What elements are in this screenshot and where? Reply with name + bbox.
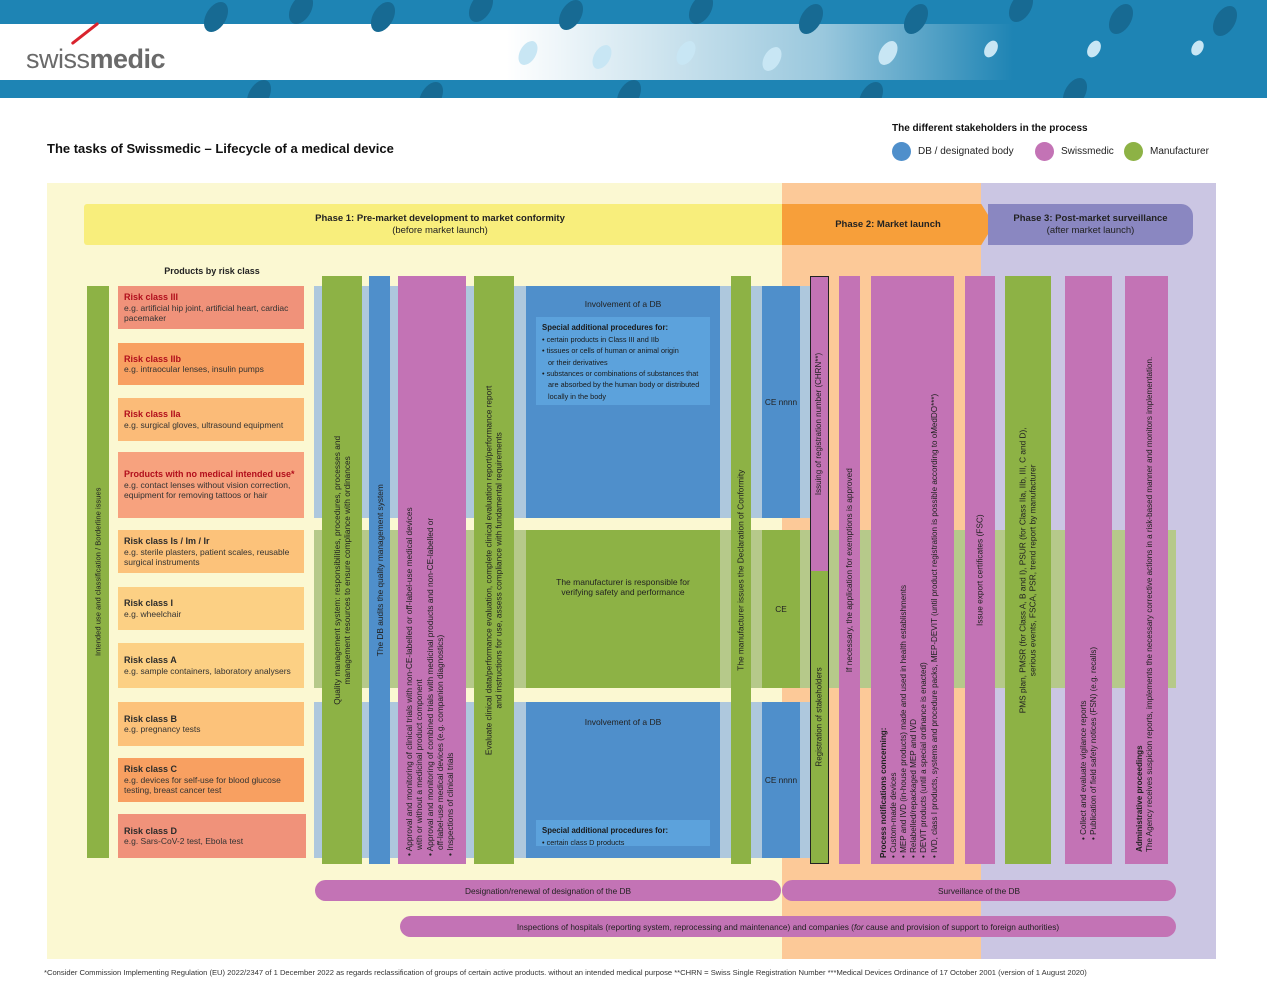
special-procedures-top: Special additional procedures for: • cer… [536,317,710,405]
legend-item-manufacturer: Manufacturer [1124,142,1209,161]
legend-swissmedic-swatch-icon [1035,142,1054,161]
legend-title: The different stakeholders in the proces… [892,123,1088,134]
surveillance-bar: Surveillance of the DB [782,880,1176,901]
risk-class-iib: Risk class IIb e.g. intraocular lenses, … [118,343,304,385]
risk-class-b: Risk class B e.g. pregnancy tests [118,702,304,746]
registration-bar: Issuing of registration number (CHRN**) … [810,276,829,864]
risk-class-no-medical-use: Products with no medical intended use* e… [118,452,304,518]
legend-manufacturer-swatch-icon [1124,142,1143,161]
risk-class-is-im-ir: Risk class Is / Im / Ir e.g. sterile pla… [118,530,304,573]
phase1-header: Phase 1: Pre-market development to marke… [84,204,796,245]
exemptions-bar: If necessary, the application for exempt… [839,276,860,864]
declaration-bar: The manufacturer issues the Declaration … [731,276,751,864]
ce-nnnn-top: CE nnnn [762,286,800,518]
inspections-bar: Inspections of hospitals (reporting syst… [400,916,1176,937]
vigilance-bar: • Collect and evaluate vigilance reports… [1065,276,1112,864]
db-involvement-top: Involvement of a DB Special additional p… [526,286,720,518]
clinical-evaluation-bar: Evaluate clinical data/performance evalu… [474,276,514,864]
intended-use-bar: Intended use and classification / Border… [87,286,109,858]
clinical-trials-bar: • Approval and monitoring of clinical tr… [398,276,466,864]
designation-bar: Designation/renewal of designation of th… [315,880,781,901]
page-title: The tasks of Swissmedic – Lifecycle of a… [47,141,394,156]
swissmedic-logo[interactable]: swissmedic [26,21,166,75]
risk-class-c: Risk class C e.g. devices for self-use f… [118,758,304,802]
ce-nnnn-bottom: CE nnnn [762,702,800,858]
stakeholders-bar: Registration of stakeholders [811,571,828,863]
legend-item-swissmedic: Swissmedic [1035,142,1114,161]
ce-middle: CE [762,530,800,688]
risk-class-iia: Risk class IIa e.g. surgical gloves, ult… [118,398,304,441]
chrn-bar: Issuing of registration number (CHRN**) [811,277,828,571]
risk-heading: Products by risk class [164,266,260,276]
header-banner [0,0,1267,98]
legend-item-db: DB / designated body [892,142,1014,161]
pms-bar: PMS plan, PMSR (for Class A, B and I), P… [1005,276,1051,864]
risk-class-a: Risk class A e.g. sample containers, lab… [118,643,304,688]
phase2-header: Phase 2: Market launch [782,204,994,245]
special-procedures-bottom: Special additional procedures for: • cer… [536,820,710,847]
manufacturer-responsibility-box: The manufacturer is responsible for veri… [526,530,720,688]
risk-class-iii: Risk class III e.g. artificial hip joint… [118,286,304,329]
db-audits-bar: The DB audits the quality management sys… [369,276,390,864]
risk-class-d: Risk class D e.g. Sars-CoV-2 test, Ebola… [118,814,306,858]
qms-bar: Quality management system: responsibilit… [322,276,362,864]
legend-db-swatch-icon [892,142,911,161]
phase3-header: Phase 3: Post-market surveillance (after… [988,204,1193,245]
export-certificates-bar: Issue export certificates (FSC) [965,276,995,864]
risk-class-i: Risk class I e.g. wheelchair [118,587,304,630]
administrative-proceedings-bar: Administrative proceedings The Agency re… [1125,276,1168,864]
footnote: *Consider Commission Implementing Regula… [44,968,1087,977]
db-involvement-bottom: Involvement of a DB Special additional p… [526,702,720,858]
process-notifications-bar: Process notifications concerning: • Cust… [871,276,954,864]
